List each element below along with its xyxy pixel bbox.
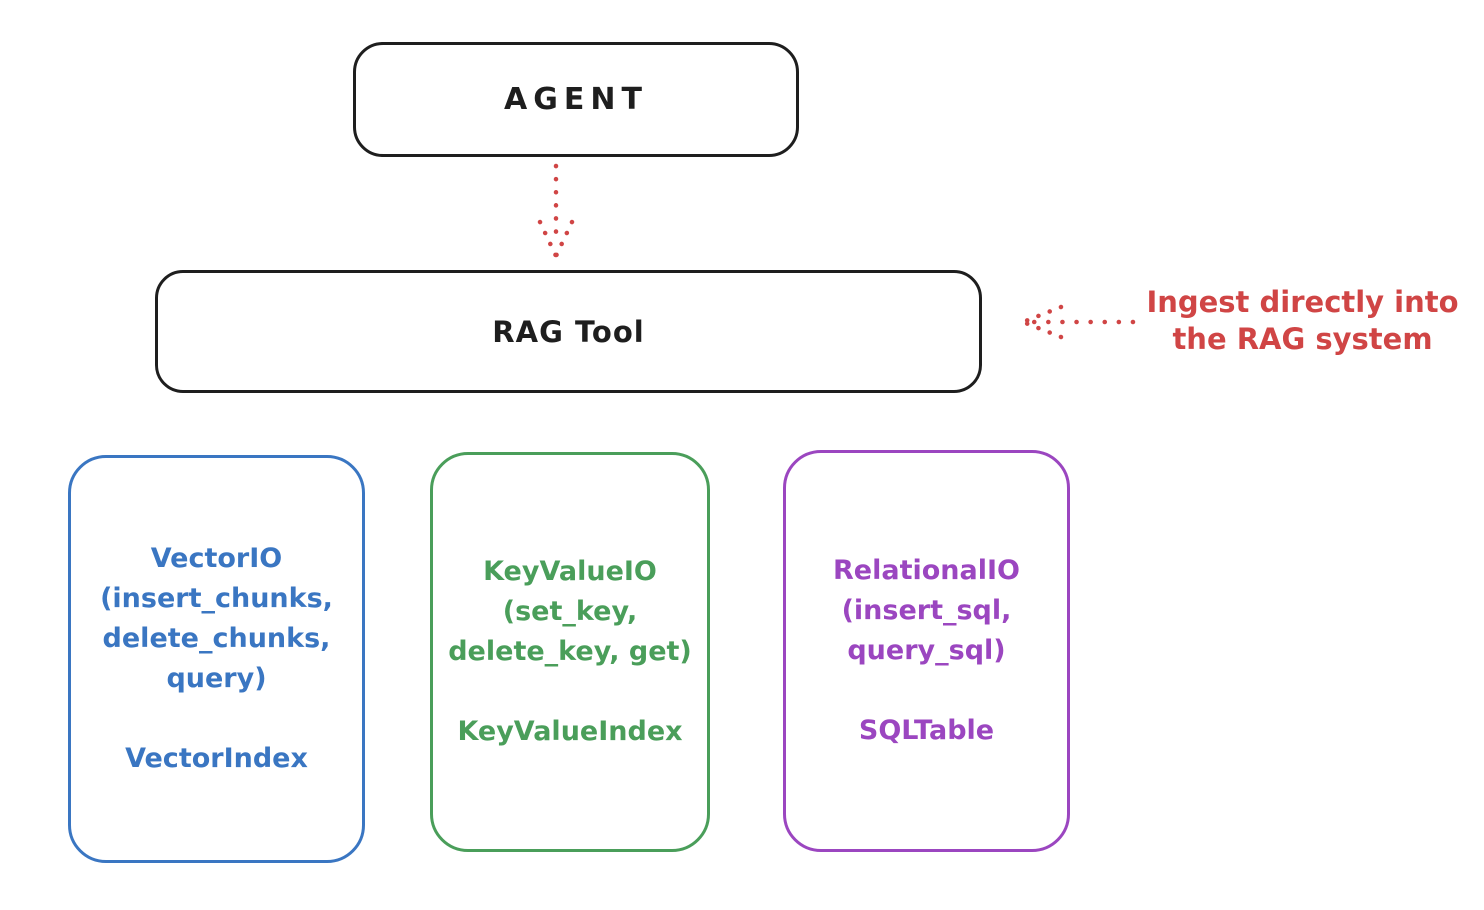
keyvalue-io-methods-label: KeyValueIO (set_key, delete_key, get) [448,556,692,667]
agent-node-label: AGENT [504,82,648,117]
sql-table-label: SQLTable [858,715,995,746]
annotation-to-ragtool-dotted-arrow-icon [1020,304,1136,340]
ingest-annotation: Ingest directly into the RAG system [1146,285,1459,356]
agent-to-ragtool-dotted-arrow-icon [537,163,575,259]
backend-node-relational-io: RelationalIO (insert_sql, query_sql) SQL… [783,450,1070,852]
rag-tool-node: RAG Tool [155,270,982,393]
vector-io-methods-label: VectorIO (insert_chunks, delete_chunks, … [100,543,333,694]
backend-node-keyvalue-io: KeyValueIO (set_key, delete_key, get) Ke… [430,452,710,852]
keyvalue-index-label: KeyValueIndex [457,716,683,747]
vector-index-label: VectorIndex [125,743,308,774]
relational-io-methods-label: RelationalIO (insert_sql, query_sql) [833,555,1020,666]
agent-node: AGENT [353,42,799,157]
backend-node-vector-io: VectorIO (insert_chunks, delete_chunks, … [68,455,365,863]
rag-tool-node-label: RAG Tool [492,314,645,349]
